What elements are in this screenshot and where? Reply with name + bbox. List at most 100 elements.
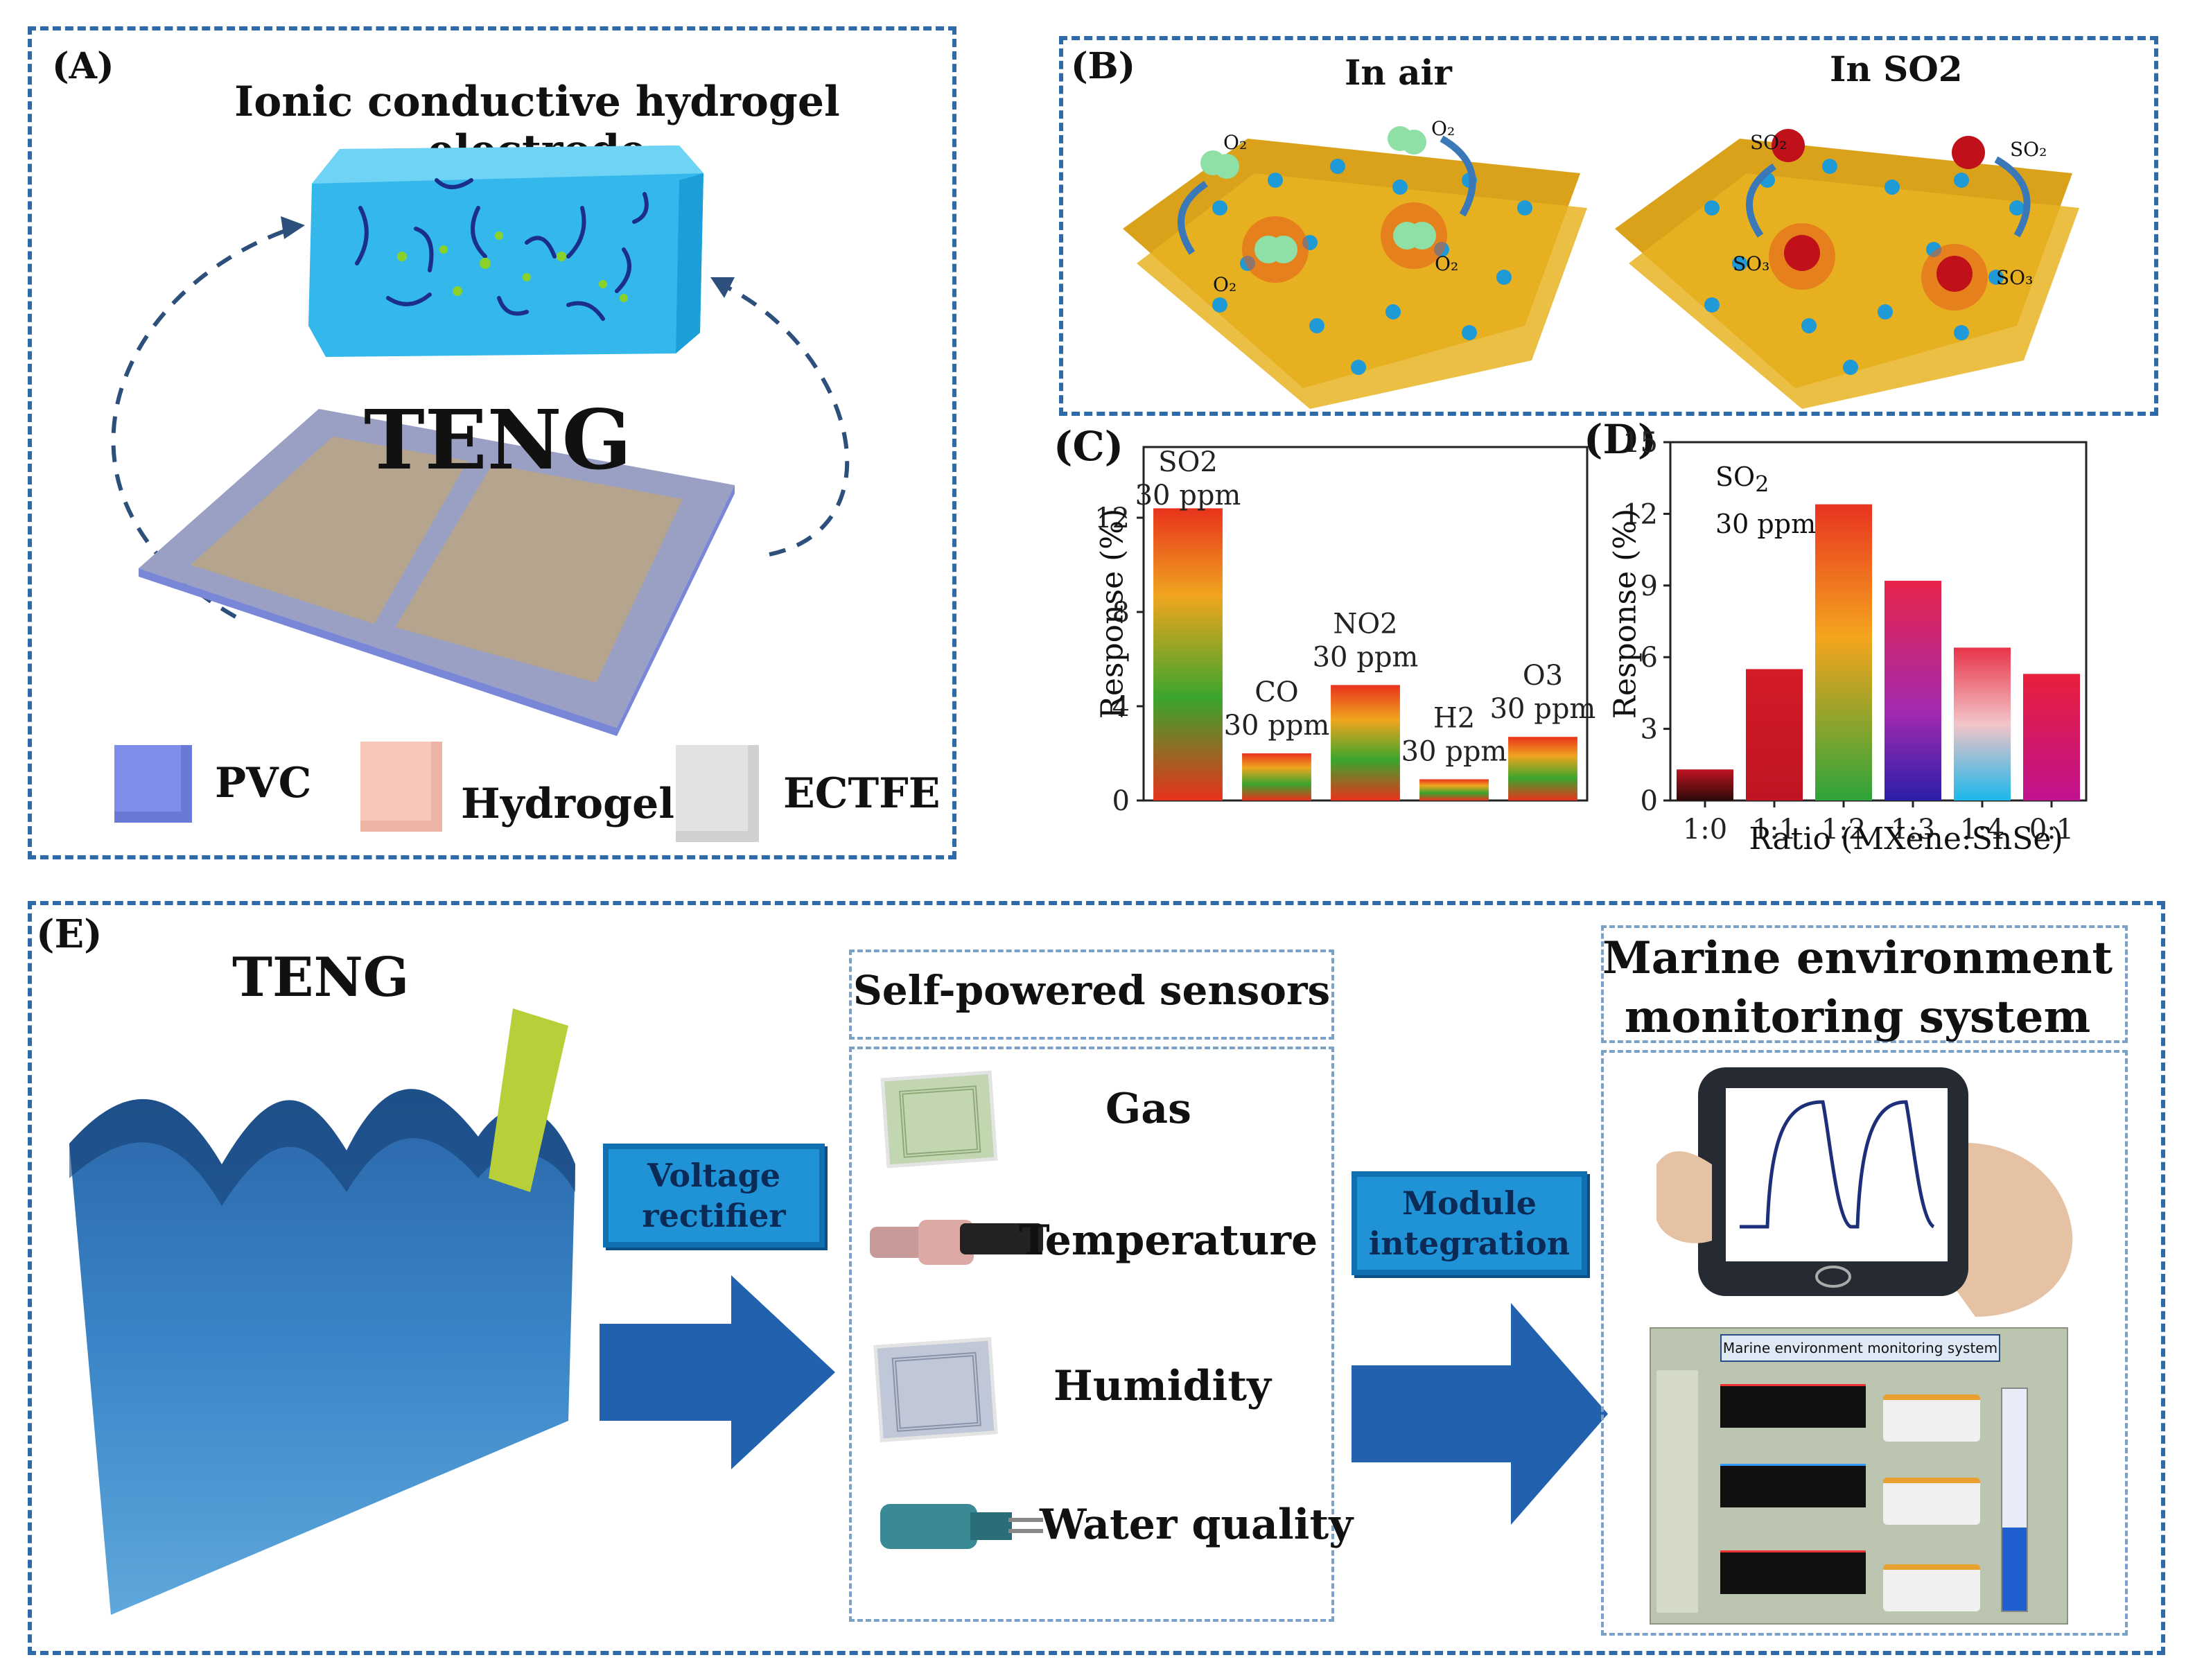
phone-screen (1726, 1088, 1948, 1261)
chart-d-bar (1815, 504, 1872, 800)
chart-d-ytick-label: 6 (1641, 642, 1658, 674)
monitoring-software-screen: Marine environment monitoring system (1650, 1327, 2068, 1625)
screen-gauge-1 (1883, 1394, 1980, 1442)
chart-c-ytick-label: 4 (1112, 691, 1130, 723)
sensors-title-box (849, 950, 1334, 1040)
chart-c-bar (1419, 779, 1489, 800)
chart-c-bar-label: H2 (1433, 702, 1475, 734)
chart-d-ytick-label: 12 (1623, 498, 1658, 530)
system-title-line2: monitoring system (1624, 991, 2091, 1043)
chart-d-bar (1746, 669, 1803, 800)
b-label-o2-2: O₂ (1431, 117, 1455, 140)
panel-a (28, 26, 956, 859)
b-label-so3-2: SO₃ (1996, 266, 2033, 289)
water-quality-sensor-icon (880, 1504, 1043, 1552)
chart-d-frame (1669, 441, 2088, 802)
screen-sidebar (1656, 1370, 1698, 1613)
chart-c-bar (1331, 685, 1400, 800)
arrow-2 (1352, 1303, 1608, 1525)
phone-illustration (1656, 1067, 2073, 1317)
chart-d-xtick-label: 1:4 (1960, 814, 2004, 846)
humidity-sensor-icon (873, 1337, 998, 1442)
chart-d-ytick-label: 3 (1641, 714, 1658, 746)
chart-d-annotation-gas: SO2 (1715, 462, 1769, 498)
b-label-o2-4: O₂ (1213, 273, 1236, 296)
b-label-o2-3: O₂ (1435, 252, 1458, 275)
b-label-so2-1: SO₂ (1750, 131, 1787, 154)
chart-c-bar-label: 30 ppm (1135, 480, 1241, 511)
legend-pvc-label: PVC (215, 759, 312, 807)
panel-b-label: (B) (1071, 45, 1136, 87)
chart-d-annotation-conc: 30 ppm (1715, 508, 1817, 539)
panel-c-label: (C) (1053, 423, 1124, 470)
module-integration-button[interactable]: Module integration (1352, 1171, 1587, 1275)
screen-level-meter (2001, 1388, 2028, 1612)
chart-c-bar (1242, 753, 1311, 800)
panel-e-teng-label: TENG (232, 946, 410, 1009)
chart-c-bar (1508, 737, 1577, 800)
system-title-line1: Marine environment (1602, 932, 2113, 984)
chart-d-ytick-label: 15 (1623, 427, 1658, 459)
chart-d-xtick-label: 1:1 (1752, 814, 1796, 846)
chart-c-ytick-label: 8 (1112, 597, 1130, 629)
chart-c-ylabel: Response (%) (1094, 508, 1130, 719)
chart-c-bar-label: 30 ppm (1401, 735, 1507, 767)
chart-c-ytick-label: 0 (1112, 785, 1130, 817)
panel-a-teng-label: TENG (364, 392, 632, 488)
chart-c-ytick-label: 12 (1094, 502, 1130, 534)
system-title-box (1601, 925, 2128, 1043)
sensor-label-gas: Gas (1105, 1085, 1191, 1133)
arrow-1 (600, 1275, 835, 1469)
chart-d-annotation: SO2 30 ppm (1715, 457, 1816, 543)
screen-graph-2 (1720, 1464, 1866, 1507)
screen-title: Marine environment monitoring system (1720, 1334, 2000, 1362)
chart-c-bar-label: CO (1254, 676, 1298, 708)
chart-d-bar (1954, 647, 2011, 800)
chart-c-bar-label: SO2 (1158, 446, 1218, 478)
system-content-box (1601, 1050, 2128, 1636)
voltage-rectifier-button[interactable]: Voltage rectifier (603, 1144, 825, 1248)
chart-d-bar (2023, 674, 2080, 800)
screen-gauge-2 (1883, 1478, 1980, 1525)
sensor-label-temperature: Temperature (1019, 1216, 1318, 1265)
chart-d-xlabel: Ratio (MXene:SnSe) (1749, 821, 2063, 857)
chart-d-bar (1885, 580, 1941, 800)
panel-a-label: (A) (52, 45, 114, 87)
b-label-so3-1: SO₃ (1733, 252, 1769, 275)
panel-e (28, 901, 2165, 1655)
b-label-o2-1: O₂ (1223, 131, 1247, 154)
sensor-label-humidity: Humidity (1053, 1362, 1271, 1410)
sensors-title: Self-powered sensors (852, 967, 1331, 1014)
b-label-so2-2: SO₂ (2010, 138, 2047, 161)
sensor-label-water-quality: Water quality (1040, 1500, 1354, 1549)
screen-gauge-3 (1883, 1564, 1980, 1611)
chart-c-bar-label: 30 ppm (1224, 710, 1330, 742)
gas-sensor-icon (880, 1070, 998, 1169)
panel-b-so2-title: In SO2 (1830, 49, 1963, 89)
panel-b (1059, 36, 2158, 416)
chart-d-xtick-label: 1:0 (1683, 814, 1727, 846)
chart-d-xtick-label: 1:3 (1891, 814, 1935, 846)
legend-hydrogel-swatch (360, 742, 442, 832)
chart-c-bar-label: O3 (1523, 660, 1563, 692)
chart-d-bar (1677, 769, 1733, 800)
legend-ectfe-label: ECTFE (783, 769, 941, 818)
temperature-sensor-icon (870, 1220, 1043, 1265)
legend-pvc-swatch (114, 745, 192, 823)
chart-d-ytick-label: 0 (1641, 785, 1658, 817)
panel-b-illustration: O₂ O₂ O₂ O₂ SO₂ SO₂ SO₃ SO₃ (1123, 117, 2079, 409)
screen-graph-3 (1720, 1550, 1866, 1594)
chart-c-bar-label: 30 ppm (1313, 641, 1419, 673)
sensors-list-box (849, 1047, 1334, 1622)
chart-c-bar-label: 30 ppm (1490, 693, 1596, 725)
panel-b-air-title: In air (1345, 52, 1452, 93)
chart-c-bar-label: NO2 (1333, 608, 1397, 640)
chart-d-ytick-label: 9 (1641, 570, 1658, 602)
screen-graph-1 (1720, 1384, 1866, 1428)
panel-a-illustration (111, 146, 850, 736)
ocean-teng-illustration (69, 1008, 575, 1615)
chart-c-bar (1153, 508, 1223, 800)
panel-d-label: (D) (1584, 416, 1657, 463)
